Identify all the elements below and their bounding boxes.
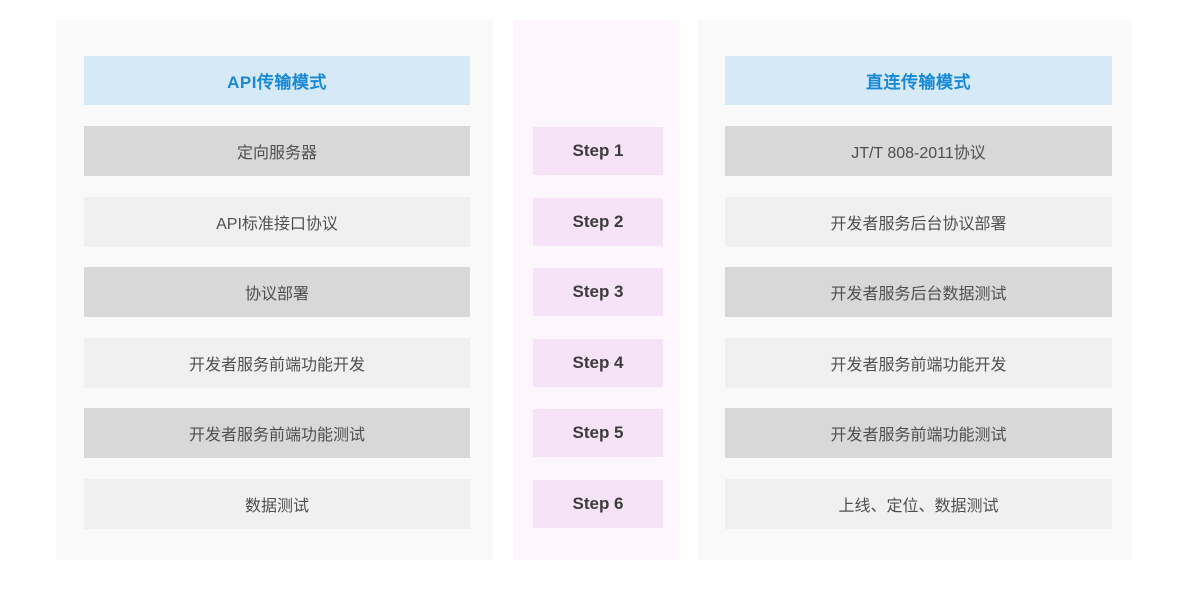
api-mode-row-2: API标准接口协议: [84, 196, 470, 247]
api-mode-row-6: 数据测试: [84, 478, 470, 529]
api-mode-row-1: 定向服务器: [84, 126, 470, 176]
api-mode-row-4: 开发者服务前端功能开发: [84, 337, 470, 388]
step-label-6: Step 6: [533, 479, 663, 528]
direct-mode-row-3: 开发者服务后台数据测试: [725, 267, 1112, 317]
direct-mode-row-5: 开发者服务前端功能测试: [725, 408, 1112, 458]
step-label-4: Step 4: [533, 338, 663, 387]
direct-mode-panel: 直连传输模式 JT/T 808-2011协议 开发者服务后台协议部署 开发者服务…: [698, 20, 1132, 560]
api-mode-header: API传输模式: [84, 56, 470, 105]
step-label-1: Step 1: [533, 127, 663, 175]
direct-mode-header: 直连传输模式: [725, 56, 1112, 105]
direct-mode-row-6: 上线、定位、数据测试: [725, 478, 1112, 529]
direct-mode-row-2: 开发者服务后台协议部署: [725, 196, 1112, 247]
api-mode-panel: API传输模式 定向服务器 API标准接口协议 协议部署 开发者服务前端功能开发…: [56, 20, 493, 560]
direct-mode-row-1: JT/T 808-2011协议: [725, 126, 1112, 176]
direct-mode-row-4: 开发者服务前端功能开发: [725, 337, 1112, 388]
step-label-3: Step 3: [533, 268, 663, 316]
step-label-2: Step 2: [533, 197, 663, 246]
step-label-5: Step 5: [533, 409, 663, 457]
api-mode-row-3: 协议部署: [84, 267, 470, 317]
steps-panel: Step 1 Step 2 Step 3 Step 4 Step 5 Step …: [513, 20, 680, 560]
api-mode-row-5: 开发者服务前端功能测试: [84, 408, 470, 458]
